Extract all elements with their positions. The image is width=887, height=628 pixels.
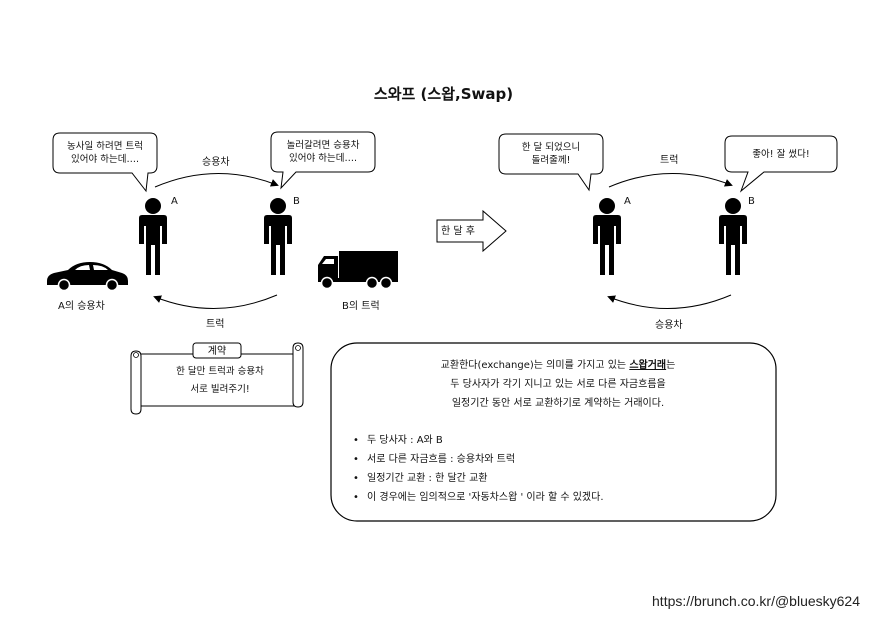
- left-bubble-a-text: 농사일 하려면 트럭 있어야 하는데….: [67, 141, 143, 165]
- left-bubble-a: [52, 132, 158, 193]
- left-top-arrow-label: 승용차: [202, 157, 230, 168]
- bullet-item: 서로 다른 자금흐름 : 승용차와 트럭: [353, 450, 773, 469]
- right-top-arrow: [608, 173, 733, 188]
- left-bubble-b-text: 놀러갈려면 승용차 있어야 하는데….: [286, 140, 360, 164]
- contract-text: 한 달만 트럭과 승용차 서로 빌려주기!: [176, 366, 264, 395]
- right-bubble-a-text: 한 달 되었으니 돌려줄께!: [521, 142, 581, 166]
- left-top-arrow: [154, 173, 279, 188]
- right-bottom-arrow: [607, 294, 732, 309]
- person-b-icon: [264, 198, 292, 275]
- right-bubble-b-text: 좋아! 잘 썼다!: [752, 149, 810, 160]
- left-bottom-arrow-label: 트럭: [206, 319, 225, 330]
- definition-line-1: 교환한다(exchange)는 의미를 가지고 있는 스왑거래는: [440, 360, 676, 371]
- right-top-arrow-label: 트럭: [660, 155, 679, 166]
- definition-text: 교환한다(exchange)는 의미를 가지고 있는 스왑거래는 두 당사자가 …: [343, 356, 773, 507]
- left-bottom-arrow: [153, 294, 278, 309]
- contract-heading: 계약: [207, 346, 227, 357]
- right-bottom-arrow-label: 승용차: [655, 320, 683, 331]
- truck-caption: B의 트럭: [342, 301, 380, 312]
- contract-scroll: [130, 342, 304, 415]
- person-a-icon: [139, 198, 167, 275]
- person-a-icon-right: [593, 198, 621, 275]
- person-b-label: B: [293, 196, 300, 207]
- car-caption: A의 승용차: [58, 301, 105, 312]
- truck-icon: [318, 251, 398, 290]
- definition-line-3: 일정기간 동안 서로 교환하기로 계약하는 거래이다.: [451, 398, 665, 409]
- car-icon: [47, 262, 128, 292]
- footer-url: https://brunch.co.kr/@bluesky624: [652, 593, 860, 609]
- bullet-item: 두 당사자 : A와 B: [353, 431, 773, 450]
- diagram-title: 스와프 (스왑,Swap): [373, 85, 514, 103]
- bullet-item: 이 경우에는 임의적으로 '자동차스왑 ' 이라 할 수 있겠다.: [353, 488, 773, 507]
- left-bubble-b: [270, 131, 376, 190]
- right-bubble-a: [498, 133, 604, 192]
- right-bubble-b: [724, 135, 838, 193]
- person-b-icon-right: [719, 198, 747, 275]
- person-a-label-right: A: [624, 196, 631, 207]
- bullet-item: 일정기간 교환 : 한 달간 교환: [353, 469, 773, 488]
- one-month-later-label: 한 달 후: [441, 226, 475, 237]
- person-b-label-right: B: [748, 196, 755, 207]
- definition-line-2: 두 당사자가 각기 지니고 있는 서로 다른 자금흐름을: [450, 379, 666, 390]
- person-a-label: A: [171, 196, 178, 207]
- swap-term: 스왑거래: [629, 360, 667, 371]
- definition-bullets: 두 당사자 : A와 B 서로 다른 자금흐름 : 승용차와 트럭 일정기간 교…: [343, 431, 773, 507]
- one-month-later-arrow: [436, 209, 507, 253]
